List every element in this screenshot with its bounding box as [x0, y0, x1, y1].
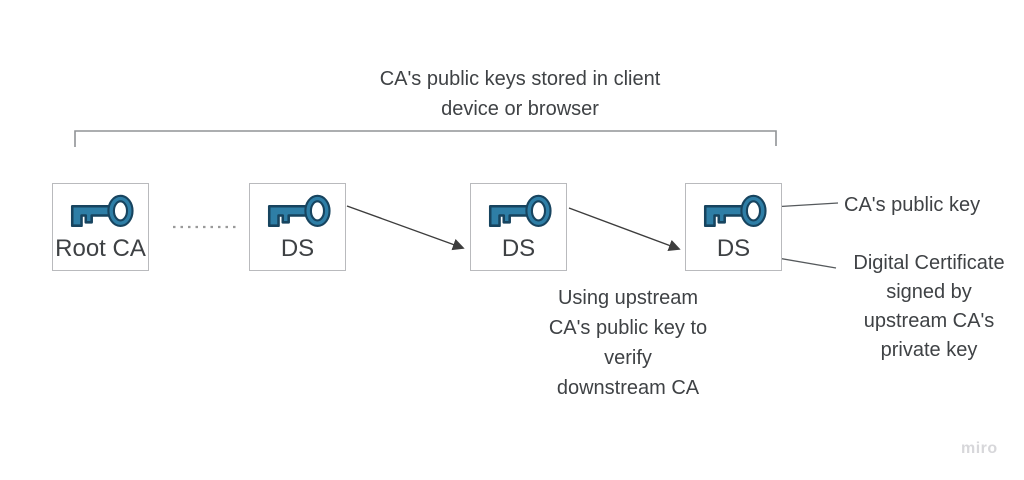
node-label: DS: [280, 234, 315, 262]
node-label: DS: [716, 234, 751, 262]
verify-annotation-line: verify: [604, 347, 652, 369]
key-icon: [488, 194, 552, 227]
verify-annotation-line: Using upstream: [557, 287, 699, 309]
public-key-leader-line: [771, 202, 839, 208]
client-storage-bracket: [74, 130, 777, 147]
key-icon: [267, 194, 331, 227]
sign-arrow-1: [346, 205, 465, 251]
node-ds-1: DS: [249, 183, 346, 271]
node-ds-2: DS: [470, 183, 567, 271]
caption-line: device or browser: [441, 98, 599, 120]
public-key-annotation: CA's public key: [844, 194, 981, 216]
miro-logo: miro: [961, 440, 998, 457]
digital-certificate-line: signed by: [886, 281, 972, 303]
node-root-ca: Root CA: [52, 183, 149, 271]
node-ds-3: DS: [685, 183, 782, 271]
digital-certificate-line: upstream CA's: [863, 310, 995, 332]
key-icon: [703, 194, 767, 227]
digital-certificate-line: Digital Certificate: [853, 252, 1005, 274]
verify-annotation: Using upstream CA's public key to verify…: [523, 283, 733, 403]
sign-arrow-2: [568, 207, 681, 252]
client-storage-caption: CA's public keys stored in client device…: [270, 64, 770, 124]
digital-certificate-line: private key: [880, 339, 978, 361]
node-label: Root CA: [55, 234, 146, 262]
verify-annotation-line: downstream CA: [556, 377, 700, 399]
key-icon: [70, 194, 134, 227]
verify-annotation-line: CA's public key to: [548, 317, 708, 339]
caption-line: CA's public keys stored in client: [379, 68, 661, 90]
digital-certificate-annotation: Digital Certificate signed by upstream C…: [833, 249, 1024, 365]
node-label: DS: [501, 234, 536, 262]
